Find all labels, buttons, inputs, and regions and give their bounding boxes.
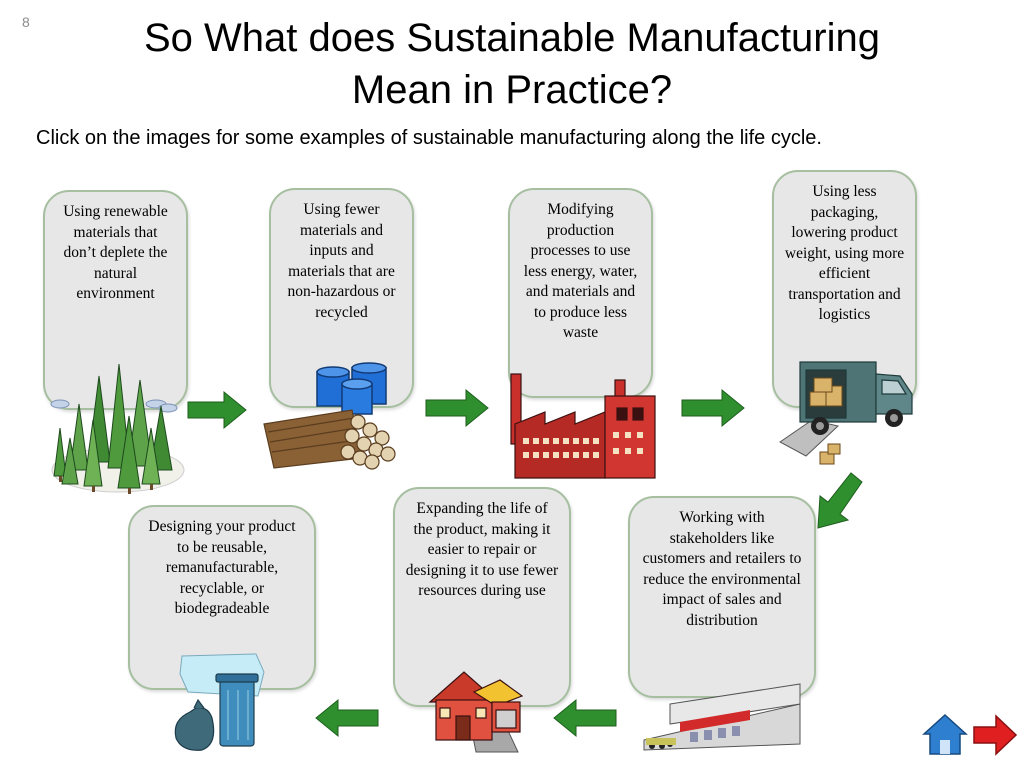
slide-number: 8: [22, 14, 30, 30]
step-text: Expanding the life of the product, makin…: [405, 500, 559, 599]
flow-arrow-left-1: [553, 698, 617, 738]
step-box-renewable-materials[interactable]: Using renewable materials that don’t dep…: [43, 190, 188, 410]
subtitle: Click on the images for some examples of…: [36, 127, 822, 149]
retail-store-icon[interactable]: [640, 680, 805, 752]
step-text: Using less packaging, lowering product w…: [784, 183, 905, 323]
next-slide-button[interactable]: [972, 714, 1018, 756]
step-box-stakeholders[interactable]: Working with stakeholders like customers…: [628, 496, 816, 698]
step-text: Using renewable materials that don’t dep…: [63, 203, 168, 302]
flow-arrow-down-left: [817, 472, 863, 529]
step-box-product-life[interactable]: Expanding the life of the product, makin…: [393, 487, 571, 707]
delivery-truck-icon[interactable]: [778, 356, 918, 474]
home-button[interactable]: [922, 712, 968, 756]
logs-and-barrels-icon[interactable]: [262, 362, 417, 472]
step-box-end-of-life[interactable]: Designing your product to be reusable, r…: [128, 505, 316, 690]
step-text: Designing your product to be reusable, r…: [148, 518, 296, 617]
step-box-production-processes[interactable]: Modifying production processes to use le…: [508, 188, 653, 398]
step-text: Using fewer materials and inputs and mat…: [287, 201, 396, 321]
waste-bins-icon[interactable]: [168, 648, 268, 758]
house-icon[interactable]: [426, 662, 526, 754]
flow-arrow-right-3: [681, 388, 745, 428]
flow-arrow-right-1: [187, 390, 247, 430]
forest-icon[interactable]: [48, 358, 188, 498]
flow-arrow-right-2: [425, 388, 489, 428]
step-text: Working with stakeholders like customers…: [642, 509, 802, 629]
step-box-packaging-logistics[interactable]: Using less packaging, lowering product w…: [772, 170, 917, 408]
flow-arrow-left-2: [315, 698, 379, 738]
title-line-1: So What does Sustainable Manufacturing: [144, 16, 880, 60]
factory-icon[interactable]: [505, 368, 665, 490]
step-text: Modifying production processes to use le…: [523, 201, 638, 341]
page-title: So What does Sustainable Manufacturing M…: [0, 12, 1024, 116]
title-line-2: Mean in Practice?: [351, 68, 673, 112]
